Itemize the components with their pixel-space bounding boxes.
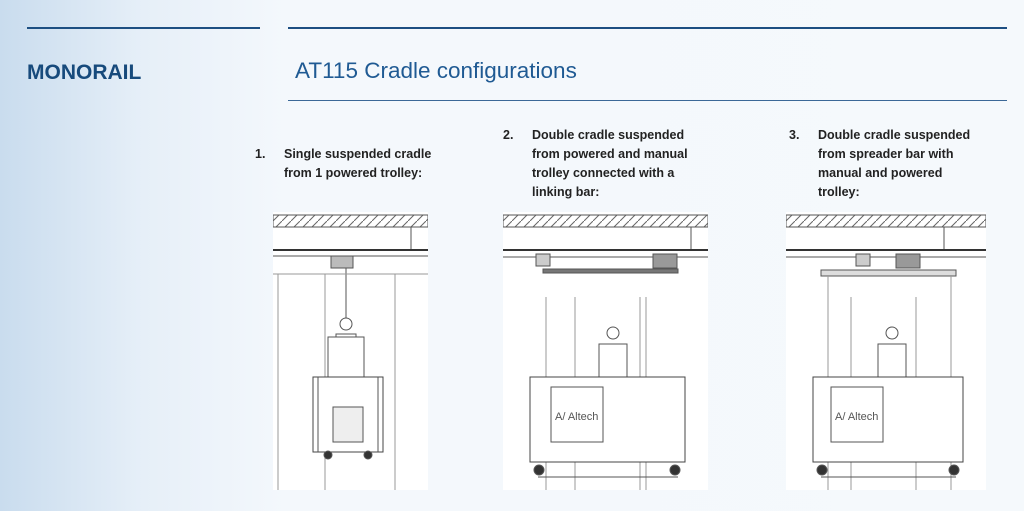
ceiling-hatch (786, 215, 986, 227)
config-description: Double cradle suspended from powered and… (532, 128, 688, 199)
config-description: Double cradle suspended from spreader ba… (818, 128, 971, 199)
left-top-rule (27, 27, 260, 29)
manual-trolley (856, 254, 870, 266)
single-cradle-drawing (273, 212, 428, 490)
config-number: 1. (255, 147, 266, 161)
double-cradle-linking-bar-drawing: A/ Altech (503, 212, 708, 490)
powered-trolley (896, 254, 920, 268)
altech-logo-panel (831, 387, 883, 442)
svg-text:A/ Altech: A/ Altech (835, 411, 878, 423)
config-number: 2. (503, 128, 514, 142)
config-description: Single suspended cradle from 1 powered t… (284, 147, 432, 180)
svg-text:A/ Altech: A/ Altech (555, 411, 598, 423)
config-number: 3. (789, 128, 800, 142)
double-cradle-spreader-bar-drawing: A/ Altech (786, 212, 986, 490)
ceiling-hatch (503, 215, 708, 227)
worker-head (886, 327, 898, 339)
worker-head (340, 318, 352, 330)
section-title: MONORAIL (27, 61, 142, 84)
manual-trolley (536, 254, 550, 266)
title-underline (288, 100, 1007, 101)
spreader-bar (821, 270, 956, 276)
ceiling-hatch (273, 215, 428, 227)
linking-bar (543, 269, 678, 273)
powered-trolley (653, 254, 677, 268)
page-title: AT115 Cradle configurations (295, 58, 577, 83)
powered-trolley (331, 256, 353, 268)
altech-logo-panel (551, 387, 603, 442)
cradle (328, 337, 364, 377)
worker-head (607, 327, 619, 339)
right-top-rule (288, 27, 1007, 29)
